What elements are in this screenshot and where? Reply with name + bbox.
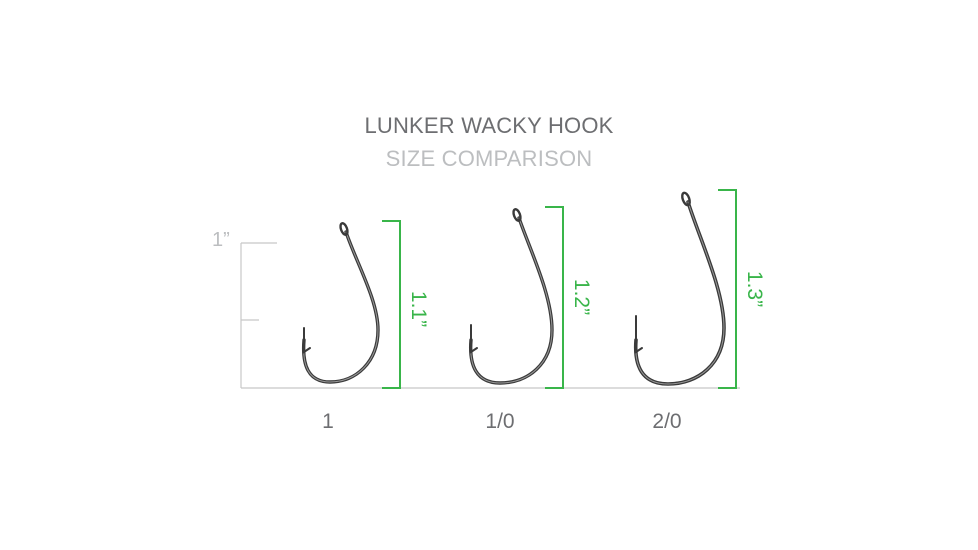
inch-ruler <box>240 242 277 388</box>
hook-size-label: 2/0 <box>652 410 682 433</box>
hook-length-label: 1.3” <box>743 270 766 308</box>
hook-icon <box>301 222 380 384</box>
hook-size-label: 1 <box>322 410 334 433</box>
measure-bracket-2 <box>545 206 564 389</box>
hook-length-label: 1.2” <box>570 278 593 316</box>
ruler-inch-label: 1” <box>212 229 230 251</box>
measure-bracket-3 <box>718 189 737 389</box>
hook-icon <box>468 208 554 385</box>
hook-icon <box>633 191 726 386</box>
diagram-title: LUNKER WACKY HOOK <box>364 113 614 138</box>
measure-bracket-1 <box>382 220 401 389</box>
hook-length-label: 1.1” <box>407 290 430 328</box>
diagram-subtitle: SIZE COMPARISON <box>385 146 593 171</box>
hook-size-label: 1/0 <box>485 410 515 433</box>
